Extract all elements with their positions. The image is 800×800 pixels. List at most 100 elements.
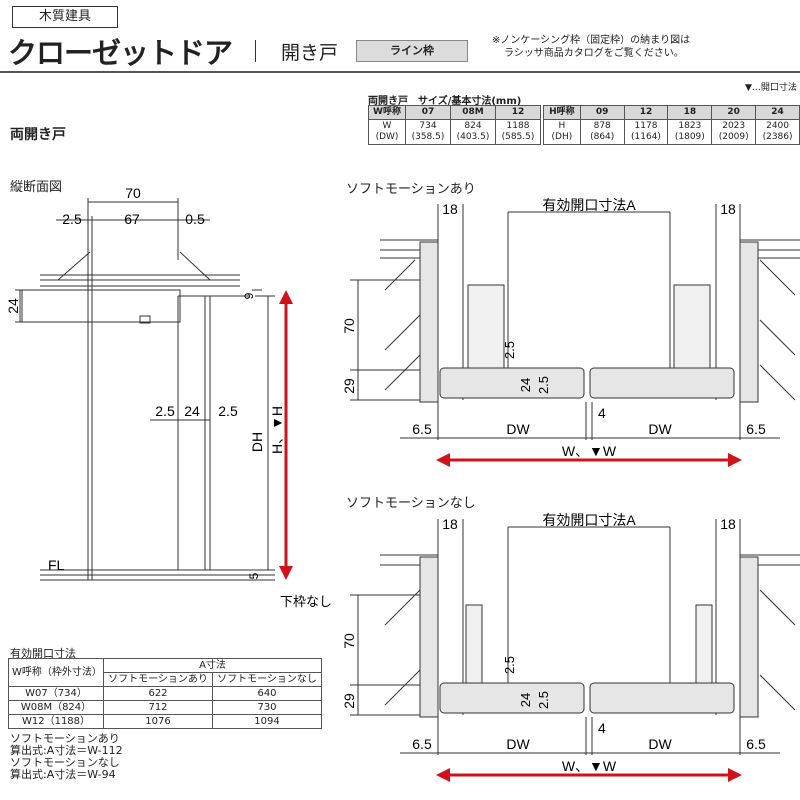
- h-value: 2400 (2386): [755, 119, 800, 145]
- dim-2-5-upper: 2.5: [502, 656, 517, 674]
- plan-soft-title: ソフトモーションあり: [346, 182, 476, 197]
- dim-4: 4: [598, 405, 606, 421]
- w-value: 734 (358.5): [405, 119, 451, 145]
- catalog-note-line2: ラシッサ商品カタログをご覧ください。: [504, 48, 684, 59]
- w-label: W呼称: [368, 105, 406, 120]
- table-row: W12（1188） 1076 1094: [8, 714, 322, 729]
- row-soft: 712: [103, 700, 213, 715]
- h-value: 878 (864): [579, 119, 625, 145]
- dim-2-5-lower: 2.5: [536, 376, 551, 394]
- col-nosoft-header: ソフトモーションなし: [212, 672, 322, 687]
- col-w-header: W呼称（枠外寸法）: [8, 658, 104, 687]
- dim-h: H、▼H: [269, 406, 285, 454]
- formula-soft: 算出式:A寸法＝W-112: [10, 744, 123, 757]
- opening-table-title: 有効開口寸法: [10, 647, 76, 660]
- row-w: W12（1188）: [8, 714, 104, 729]
- row-soft: 1076: [103, 714, 213, 729]
- w-value: 1188 (585.5): [495, 119, 541, 145]
- dim-70: 70: [341, 318, 357, 334]
- w-value: 824 (403.5): [450, 119, 496, 145]
- row-nosoft: 640: [212, 686, 322, 701]
- page-subtitle: 開き戸: [281, 42, 339, 64]
- dim-2-5-lower: 2.5: [536, 691, 551, 709]
- dim-w: W、▼W: [562, 758, 617, 774]
- frame-type-badge: ライン枠: [356, 40, 468, 62]
- dim-67: 67: [124, 211, 140, 227]
- formula-nosoft-label: ソフトモーションなし: [10, 756, 120, 769]
- dim-18-left: 18: [442, 201, 458, 217]
- formula-soft-label: ソフトモーションあり: [10, 732, 120, 745]
- opening-table: W呼称（枠外寸法） A寸法 ソフトモーションあり ソフトモーションなし W07（…: [8, 658, 322, 729]
- w-size-table: W呼称 07 08M 12 W (DW) 734 (358.5) 824 (40…: [368, 105, 541, 145]
- dim-2-5-upper: 2.5: [502, 341, 517, 359]
- h-code: 12: [623, 105, 669, 120]
- col-soft-header: ソフトモーションあり: [103, 672, 213, 687]
- category-label: 木質建具: [12, 6, 118, 28]
- dim-24: 24: [518, 693, 533, 707]
- opening-a-label: 有効開口寸法A: [542, 512, 636, 528]
- dim-5: 5: [247, 572, 261, 579]
- row-soft: 622: [103, 686, 213, 701]
- dim-dw-left: DW: [506, 736, 530, 752]
- formula-block: ソフトモーションあり 算出式:A寸法＝W-112 ソフトモーションなし 算出式:…: [10, 733, 123, 781]
- dim-70: 70: [125, 185, 141, 201]
- w-code: 07: [405, 105, 451, 120]
- table-row: W07（734） 622 640: [8, 686, 322, 701]
- vertical-section-drawing: 70 2.5 67 0.5 24 9 2.5 24 2.5 DH H、▼H FL…: [5, 185, 332, 609]
- h-value: 1178 (1164): [623, 119, 669, 145]
- row-w: W07（734）: [8, 686, 104, 701]
- h-code: 09: [579, 105, 625, 120]
- plan-soft-drawing: 18 18 有効開口寸法A 70 29 2.5 24 2.5 6.5 DW 4 …: [341, 197, 800, 467]
- h-value: 1823 (1809): [667, 119, 713, 145]
- plan-nosoft-title: ソフトモーションなし: [346, 496, 476, 511]
- opening-a-label: 有効開口寸法A: [542, 197, 636, 213]
- title-separator: [255, 40, 256, 62]
- page-title: クローゼットドア: [8, 36, 233, 70]
- row-nosoft: 1094: [212, 714, 322, 729]
- dim-24: 24: [5, 298, 21, 314]
- dim-2-5-leaf: 2.5: [155, 403, 175, 419]
- header-rule: [0, 71, 800, 73]
- h-code: 24: [755, 105, 800, 120]
- h-code: 18: [667, 105, 713, 120]
- dim-2-5-leaf-r: 2.5: [218, 403, 238, 419]
- dim-29: 29: [341, 378, 357, 394]
- dim-dh: DH: [249, 432, 265, 452]
- spec-size-label: 両開き戸 サイズ/基本寸法(mm): [368, 96, 522, 107]
- dim-24: 24: [518, 378, 533, 392]
- h-label: H呼称: [543, 105, 581, 120]
- dim-6-5-left: 6.5: [412, 736, 432, 752]
- catalog-note-line1: ※ノンケーシング枠（固定枠）の納まり図は: [492, 35, 691, 46]
- spec-heading: 両開き戸: [10, 127, 66, 143]
- dim-29: 29: [341, 693, 357, 709]
- dim-24-leaf: 24: [184, 403, 200, 419]
- h-size-table: H呼称 09 12 18 20 24 H (DH) 878 (864) 1178…: [543, 105, 800, 145]
- dim-4: 4: [598, 720, 606, 736]
- section-title: 縦断面図: [10, 180, 63, 195]
- dim-6-5-left: 6.5: [412, 421, 432, 437]
- h-value: 2023 (2009): [711, 119, 757, 145]
- h-row-label: H (DH): [543, 119, 581, 145]
- opening-legend: ▼…開口寸法: [745, 83, 797, 93]
- plan-nosoft-drawing: 18 18 有効開口寸法A 70 29 2.5 24 2.5 6.5 DW 4 …: [341, 512, 800, 782]
- dim-18-left: 18: [442, 516, 458, 532]
- dim-70: 70: [341, 633, 357, 649]
- catalog-note: ※ノンケーシング枠（固定枠）の納まり図は ラシッサ商品カタログをご覧ください。: [492, 34, 722, 60]
- dim-9: 9: [242, 292, 256, 299]
- dim-18-right: 18: [720, 201, 736, 217]
- w-code: 12: [495, 105, 541, 120]
- w-code: 08M: [450, 105, 496, 120]
- dim-2-5: 2.5: [62, 211, 82, 227]
- table-row: W08M（824） 712 730: [8, 700, 322, 715]
- dim-6-5-right: 6.5: [746, 736, 766, 752]
- h-code: 20: [711, 105, 757, 120]
- dim-w: W、▼W: [562, 443, 617, 459]
- floor-level-label: FL: [48, 557, 65, 573]
- col-a-header: A寸法: [103, 658, 322, 673]
- row-w: W08M（824）: [8, 700, 104, 715]
- dim-18-right: 18: [720, 516, 736, 532]
- dim-dw-right: DW: [648, 421, 672, 437]
- w-row-label: W (DW): [368, 119, 406, 145]
- formula-nosoft: 算出式:A寸法＝W-94: [10, 768, 116, 781]
- dim-6-5-right: 6.5: [746, 421, 766, 437]
